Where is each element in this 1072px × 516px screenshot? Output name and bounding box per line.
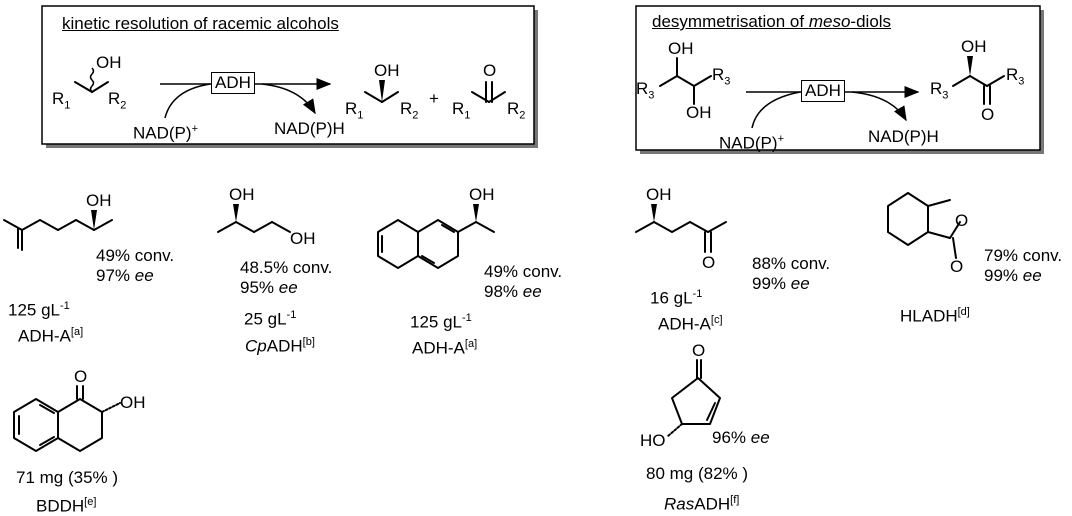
p1-enzyme: ADH-A[a] bbox=[18, 326, 84, 346]
product-oh: OH bbox=[374, 61, 400, 80]
product-naphthylethanol bbox=[377, 204, 495, 269]
meso-enzyme-box: ADH bbox=[801, 80, 845, 102]
kinetic-resolution-panel bbox=[41, 5, 538, 148]
p6-yield: 71 mg (35% ) bbox=[16, 468, 119, 487]
ketone-r2: R2 bbox=[507, 99, 526, 122]
substrate-r2: R2 bbox=[108, 89, 127, 112]
p1-loading: 125 gL-1 bbox=[8, 300, 70, 320]
product-bicyclic-lactone bbox=[887, 192, 961, 259]
kinetic-panel-title: kinetic resolution of racemic alcohols bbox=[62, 14, 339, 33]
p5-conversion: 79% conv. bbox=[984, 246, 1063, 265]
cofactor-in-arrow bbox=[164, 83, 211, 119]
p7-o: O bbox=[692, 341, 706, 360]
p3-ee: 98% ee bbox=[484, 282, 542, 301]
substrate-r1: R1 bbox=[52, 89, 71, 112]
hydroxy-ketone bbox=[952, 56, 1005, 105]
kinetic-cofactor-in: NAD(P)+ bbox=[133, 123, 198, 143]
p4-oh: OH bbox=[646, 185, 672, 204]
meso-diol bbox=[659, 57, 712, 105]
p5-carbonyl-o: O bbox=[950, 257, 964, 276]
diol-oh-top: OH bbox=[668, 39, 694, 58]
p3-loading: 125 gL-1 bbox=[410, 312, 472, 332]
product-hydroxytetralone bbox=[13, 385, 121, 452]
p5-ee: 99% ee bbox=[984, 266, 1042, 285]
hydroxyketone-r3-left: R3 bbox=[930, 79, 949, 102]
hydroxyketone-o: O bbox=[981, 105, 995, 124]
ketone-r1: R1 bbox=[452, 99, 471, 122]
kinetic-enzyme-box: ADH bbox=[211, 72, 255, 94]
diol-r3-right: R3 bbox=[712, 65, 731, 88]
meso-cofactor-out: NAD(P)H bbox=[868, 127, 939, 146]
meso-cofactor-out-arrow bbox=[851, 91, 907, 122]
p3-oh: OH bbox=[469, 185, 495, 204]
p4-enzyme: ADH-A[c] bbox=[658, 314, 723, 334]
enantiopure-alcohol bbox=[364, 80, 399, 103]
diol-oh-bottom: OH bbox=[686, 103, 712, 122]
plus-sign: + bbox=[429, 89, 439, 108]
p5-enzyme: HLADH[d] bbox=[900, 306, 970, 326]
p2-loading: 25 gL-1 bbox=[244, 309, 297, 329]
product-butanediol bbox=[217, 204, 291, 233]
p4-ee: 99% ee bbox=[752, 274, 810, 293]
p2-enzyme: CpADH[b] bbox=[245, 336, 315, 356]
hydroxyketone-r3-right: R3 bbox=[1006, 65, 1025, 88]
product-hydroxycyclopentenone bbox=[667, 359, 721, 437]
p1-ee: 97% ee bbox=[96, 266, 154, 285]
p7-ho: HO bbox=[640, 431, 666, 450]
p2-conversion: 48.5% conv. bbox=[240, 258, 333, 277]
kinetic-cofactor-out: NAD(P)H bbox=[274, 119, 345, 138]
p6-enzyme: BDDH[e] bbox=[36, 496, 97, 516]
product-hydroxyhexanone bbox=[635, 204, 727, 253]
racemic-alcohol bbox=[74, 67, 109, 93]
p4-conversion: 88% conv. bbox=[752, 254, 831, 273]
product-sulcatol bbox=[3, 210, 113, 251]
p7-ee: 96% ee bbox=[712, 428, 770, 447]
product-r2: R2 bbox=[400, 99, 419, 122]
p6-oh: OH bbox=[120, 393, 146, 412]
product-r1: R1 bbox=[345, 99, 364, 122]
diol-r3-left: R3 bbox=[636, 79, 655, 102]
p2-ee: 95% ee bbox=[240, 278, 298, 297]
p4-loading: 16 gL-1 bbox=[650, 288, 703, 308]
p7-yield: 80 mg (82% ) bbox=[646, 464, 749, 483]
p2-oh-secondary: OH bbox=[229, 185, 255, 204]
p2-oh-primary: OH bbox=[290, 229, 316, 248]
p7-enzyme: RasADH[f] bbox=[664, 494, 740, 514]
ketone bbox=[471, 81, 506, 103]
p1-oh: OH bbox=[86, 191, 112, 210]
p1-conversion: 49% conv. bbox=[96, 246, 175, 265]
p3-conversion: 49% conv. bbox=[484, 262, 563, 281]
meso-panel-title: desymmetrisation of meso-diols bbox=[652, 12, 892, 31]
substrate-oh: OH bbox=[96, 53, 122, 72]
p6-o: O bbox=[74, 367, 88, 386]
ketone-o: O bbox=[483, 61, 497, 80]
meso-cofactor-in-arrow bbox=[751, 91, 801, 129]
p5-ring-o: O bbox=[955, 211, 969, 230]
hydroxyketone-oh: OH bbox=[961, 37, 987, 56]
cofactor-out-arrow bbox=[261, 83, 316, 115]
p4-o: O bbox=[702, 253, 716, 272]
p3-enzyme: ADH-A[a] bbox=[412, 338, 478, 358]
meso-cofactor-in: NAD(P)+ bbox=[719, 133, 784, 153]
